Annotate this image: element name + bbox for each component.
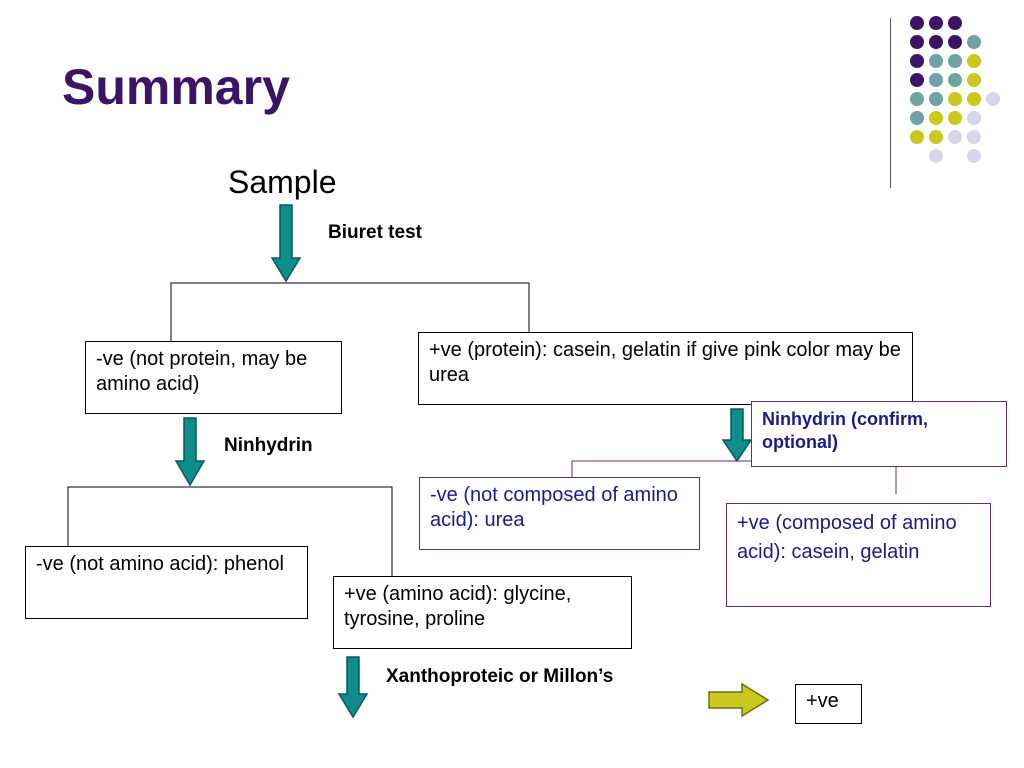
sample-label: Sample [228, 164, 337, 200]
decorative-dot [967, 54, 981, 68]
box-negative-composed: -ve (not composed of amino acid): urea [419, 477, 700, 550]
biuret-test-label: Biuret test [328, 222, 422, 243]
box-negative-protein: -ve (not protein, may be amino acid) [85, 341, 342, 414]
branch-line-ninhydrin-confirm [571, 460, 897, 494]
decorative-dot [929, 92, 943, 106]
decorative-dot [967, 35, 981, 49]
ninhydrin-confirm-label: Ninhydrin (confirm, optional) [751, 401, 1007, 467]
decorative-dot [910, 92, 924, 106]
decorative-dot [948, 111, 962, 125]
decorative-dot [910, 111, 924, 125]
decorative-dot [910, 35, 924, 49]
decorative-dot [967, 73, 981, 87]
box-positive-protein: +ve (protein): casein, gelatin if give p… [418, 332, 913, 405]
decorative-dot [948, 73, 962, 87]
decorative-dot [929, 130, 943, 144]
down-arrow-biuret [270, 204, 302, 283]
decorative-dot [948, 54, 962, 68]
decorative-dot [967, 111, 981, 125]
decorative-dot [910, 73, 924, 87]
decorative-dot [910, 54, 924, 68]
box-positive-composed: +ve (composed of amino acid): casein, ge… [726, 503, 991, 607]
decorative-dot [929, 111, 943, 125]
decorative-dot [948, 16, 962, 30]
box-negative-amino: -ve (not amino acid): phenol [25, 546, 308, 619]
decorative-divider [890, 18, 891, 188]
decorative-dot [929, 149, 943, 163]
decorative-dot [929, 73, 943, 87]
decorative-dot [948, 130, 962, 144]
decorative-dot [910, 16, 924, 30]
decorative-dot [929, 35, 943, 49]
decorative-dot [967, 149, 981, 163]
ninhydrin-label: Ninhydrin [224, 435, 313, 456]
decorative-dot [929, 54, 943, 68]
box-final-positive: +ve [795, 684, 862, 724]
down-arrow-ninhydrin [174, 417, 206, 487]
decorative-dot-grid [900, 12, 1010, 172]
slide-title: Summary [62, 59, 290, 115]
box-positive-amino: +ve (amino acid): glycine, tyrosine, pro… [333, 576, 632, 649]
decorative-dot [910, 130, 924, 144]
xanthoproteic-label: Xanthoproteic or Millon’s [386, 666, 614, 687]
decorative-dot [986, 92, 1000, 106]
decorative-dot [967, 130, 981, 144]
down-arrow-xanthoproteic [337, 656, 369, 719]
decorative-dot [948, 35, 962, 49]
branch-line-biuret [170, 282, 530, 342]
branch-line-ninhydrin [67, 486, 393, 577]
decorative-dot [948, 92, 962, 106]
decorative-dot [929, 16, 943, 30]
decorative-dot [967, 92, 981, 106]
right-arrow-result [708, 682, 770, 718]
down-arrow-ninhydrin-confirm [721, 408, 753, 463]
